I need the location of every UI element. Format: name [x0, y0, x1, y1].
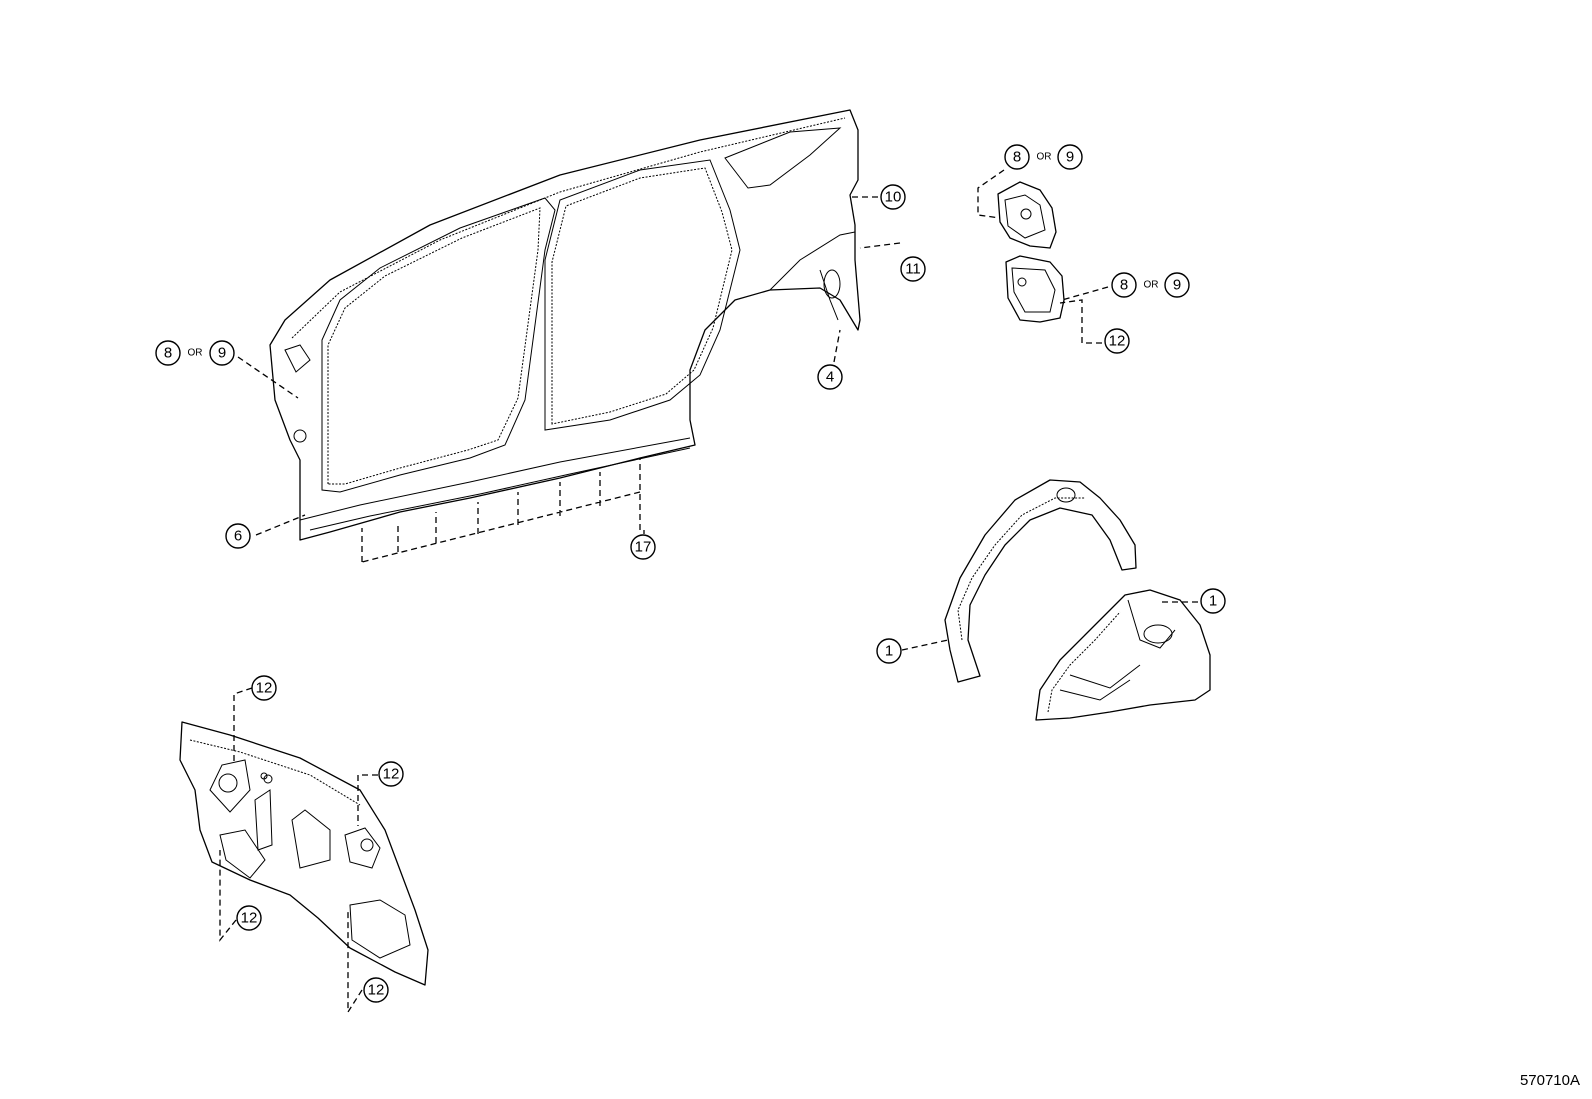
callout-17: 17	[630, 534, 656, 560]
callout-6: 6	[225, 523, 251, 549]
svg-text:17: 17	[635, 539, 652, 556]
svg-text:1: 1	[885, 643, 893, 660]
svg-text:12: 12	[241, 910, 258, 927]
or-label-top-right: OR	[1037, 152, 1052, 163]
callout-9-top-right: 9	[1057, 144, 1083, 170]
callout-1-right: 1	[1200, 588, 1226, 614]
svg-text:8: 8	[164, 345, 172, 362]
svg-text:6: 6	[234, 528, 242, 545]
callout-9-left: 9	[209, 340, 235, 366]
callout-10: 10	[880, 184, 906, 210]
svg-text:1: 1	[1209, 593, 1217, 610]
callout-9-mid-right: 9	[1164, 272, 1190, 298]
svg-text:4: 4	[826, 369, 834, 386]
callout-12-dash-lower-left: 12	[236, 905, 262, 931]
wheel-house-inner	[1035, 589, 1211, 721]
callout-11: 11	[900, 256, 926, 282]
callout-8-mid-right: 8	[1111, 272, 1137, 298]
callout-4: 4	[817, 364, 843, 390]
callout-12-bracket: 12	[1104, 328, 1130, 354]
svg-text:11: 11	[905, 261, 921, 278]
callout-12-dash-top: 12	[251, 675, 277, 701]
side-body-panel	[269, 109, 861, 541]
leader-lines	[219, 169, 1198, 1015]
svg-text:8: 8	[1120, 277, 1128, 294]
callout-12-dash-bottom: 12	[363, 977, 389, 1003]
callout-12-dash-right: 12	[378, 761, 404, 787]
svg-text:12: 12	[383, 766, 400, 783]
svg-text:10: 10	[885, 189, 902, 206]
wheel-house-outer	[944, 479, 1137, 683]
svg-text:8: 8	[1013, 149, 1021, 166]
svg-text:12: 12	[256, 680, 273, 697]
svg-text:12: 12	[368, 982, 385, 999]
callout-8-left: 8	[155, 340, 181, 366]
or-label-left: OR	[188, 348, 203, 359]
rear-bracket-lower	[1005, 255, 1065, 323]
svg-text:9: 9	[1173, 277, 1181, 294]
or-label-mid-right: OR	[1144, 280, 1159, 291]
svg-text:12: 12	[1109, 333, 1126, 350]
rear-bracket-upper	[997, 181, 1057, 249]
diagram-code: 570710A	[1519, 1072, 1580, 1089]
svg-text:9: 9	[218, 345, 226, 362]
dash-panel-insulator	[179, 721, 429, 986]
svg-text:9: 9	[1066, 149, 1074, 166]
callout-1-left: 1	[876, 638, 902, 664]
callout-8-top-right: 8	[1004, 144, 1030, 170]
